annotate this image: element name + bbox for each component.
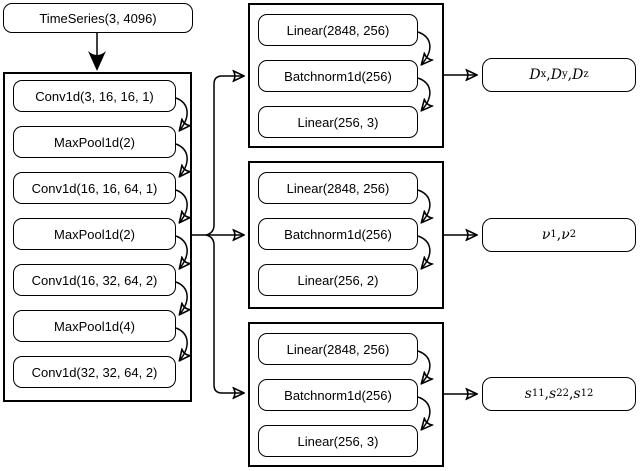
encoder-layer-maxpool2: MaxPool1d(2) (13, 218, 176, 250)
head3-linear2: Linear(256, 3) (258, 425, 418, 457)
input-node: TimeSeries(3, 4096) (3, 3, 193, 33)
head1-batchnorm: Batchnorm1d(256) (258, 60, 418, 92)
head3-batchnorm: Batchnorm1d(256) (258, 379, 418, 411)
head2-linear1: Linear(2848, 256) (258, 172, 418, 204)
encoder-layer-conv2: Conv1d(16, 16, 64, 1) (13, 172, 176, 204)
encoder-layer-maxpool3: MaxPool1d(4) (13, 310, 176, 342)
encoder-branch-arrows (192, 76, 243, 393)
head-to-output-arrows (444, 75, 476, 394)
arrow-input-to-encoder (88, 33, 106, 71)
encoder-layer-conv3: Conv1d(16, 32, 64, 2) (13, 264, 176, 296)
head3-linear1: Linear(2848, 256) (258, 333, 418, 365)
encoder-layer-conv4: Conv1d(32, 32, 64, 2) (13, 356, 176, 388)
head2-linear2: Linear(256, 2) (258, 264, 418, 296)
head2-batchnorm: Batchnorm1d(256) (258, 218, 418, 250)
head1-linear2: Linear(256, 3) (258, 106, 418, 138)
head1-linear1: Linear(2848, 256) (258, 14, 418, 46)
encoder-layer-conv1: Conv1d(3, 16, 16, 1) (13, 80, 176, 112)
encoder-layer-maxpool1: MaxPool1d(2) (13, 126, 176, 158)
